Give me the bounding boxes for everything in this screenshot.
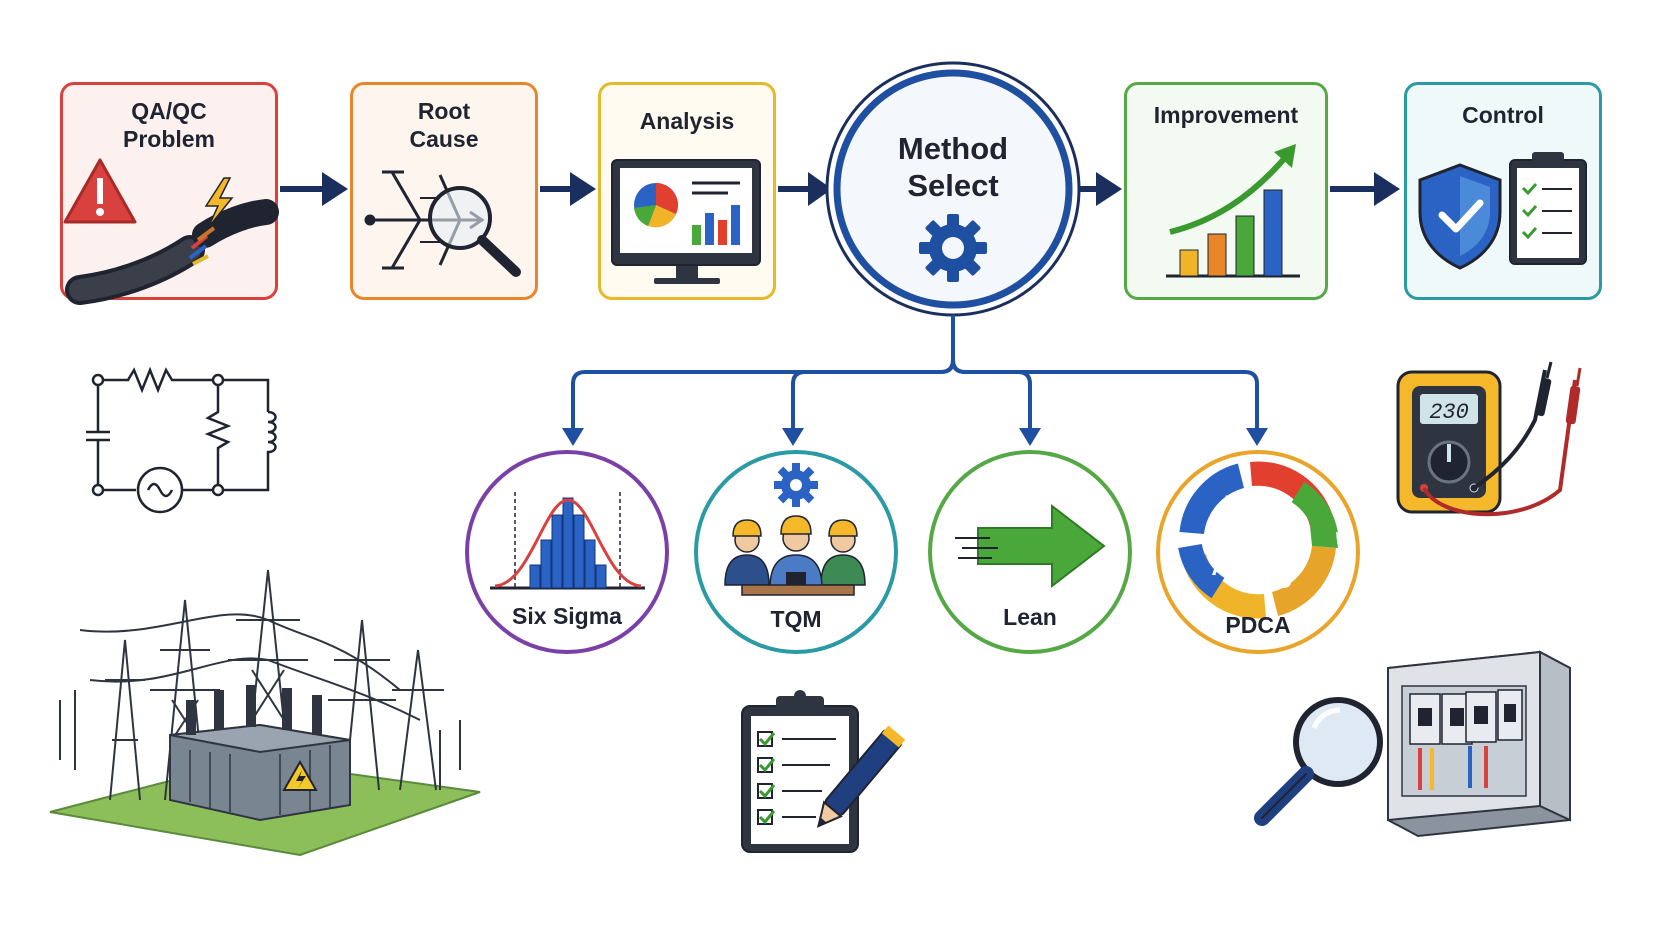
connector-arrowheads [562, 428, 1268, 446]
step-control-title: Control [1462, 102, 1544, 128]
lean-label: Lean [1003, 604, 1057, 630]
step-root-cause-title: Root Cause [409, 98, 479, 152]
multimeter-icon [1396, 361, 1582, 517]
magnifier-icon [428, 186, 521, 277]
growth-chart-icon [1166, 144, 1300, 278]
bell-curve-icon [490, 492, 645, 590]
multimeter-reading: 230 [1429, 400, 1469, 425]
team-icon [724, 463, 866, 596]
monitor-chart-icon [611, 159, 761, 284]
gear-icon [919, 214, 987, 282]
audit-checklist-icon [741, 690, 906, 853]
checklist-clipboard-icon [1509, 152, 1587, 265]
inspection-magnifier-icon [1254, 697, 1383, 826]
circuit-schematic-icon [86, 366, 277, 514]
flow-arrow-3 [778, 172, 832, 206]
pdca-letter-p: P [1224, 491, 1240, 518]
damaged-cable-icon [65, 199, 279, 305]
six-sigma-label: Six Sigma [512, 603, 622, 629]
flow-arrow-1 [280, 172, 348, 206]
breaker-panel-icon [1387, 650, 1571, 838]
pdca-label: PDCA [1225, 612, 1291, 638]
step-qaqc-title: QA/QC Problem [122, 98, 216, 152]
pdca-letter-d: D [1287, 504, 1304, 531]
substation-icon [49, 569, 481, 857]
lean-arrow-icon [955, 503, 1106, 589]
pdca-letter-c: C [1274, 567, 1291, 594]
shield-icon [1418, 163, 1502, 270]
step-analysis-title: Analysis [639, 108, 735, 134]
tqm-node [694, 450, 898, 654]
lightning-icon [204, 177, 234, 229]
pdca-cycle-icon [1178, 461, 1338, 619]
tqm-label: TQM [770, 606, 822, 632]
step-improvement-title: Improvement [1153, 102, 1299, 128]
method-connectors [571, 315, 1259, 432]
flow-arrow-5 [1330, 172, 1400, 206]
pdca-letter-a: A [1211, 554, 1228, 581]
method-select-node [825, 61, 1081, 317]
warning-icon [63, 158, 137, 224]
flow-arrow-2 [540, 172, 596, 206]
method-select-title: Method Select [897, 131, 1009, 203]
